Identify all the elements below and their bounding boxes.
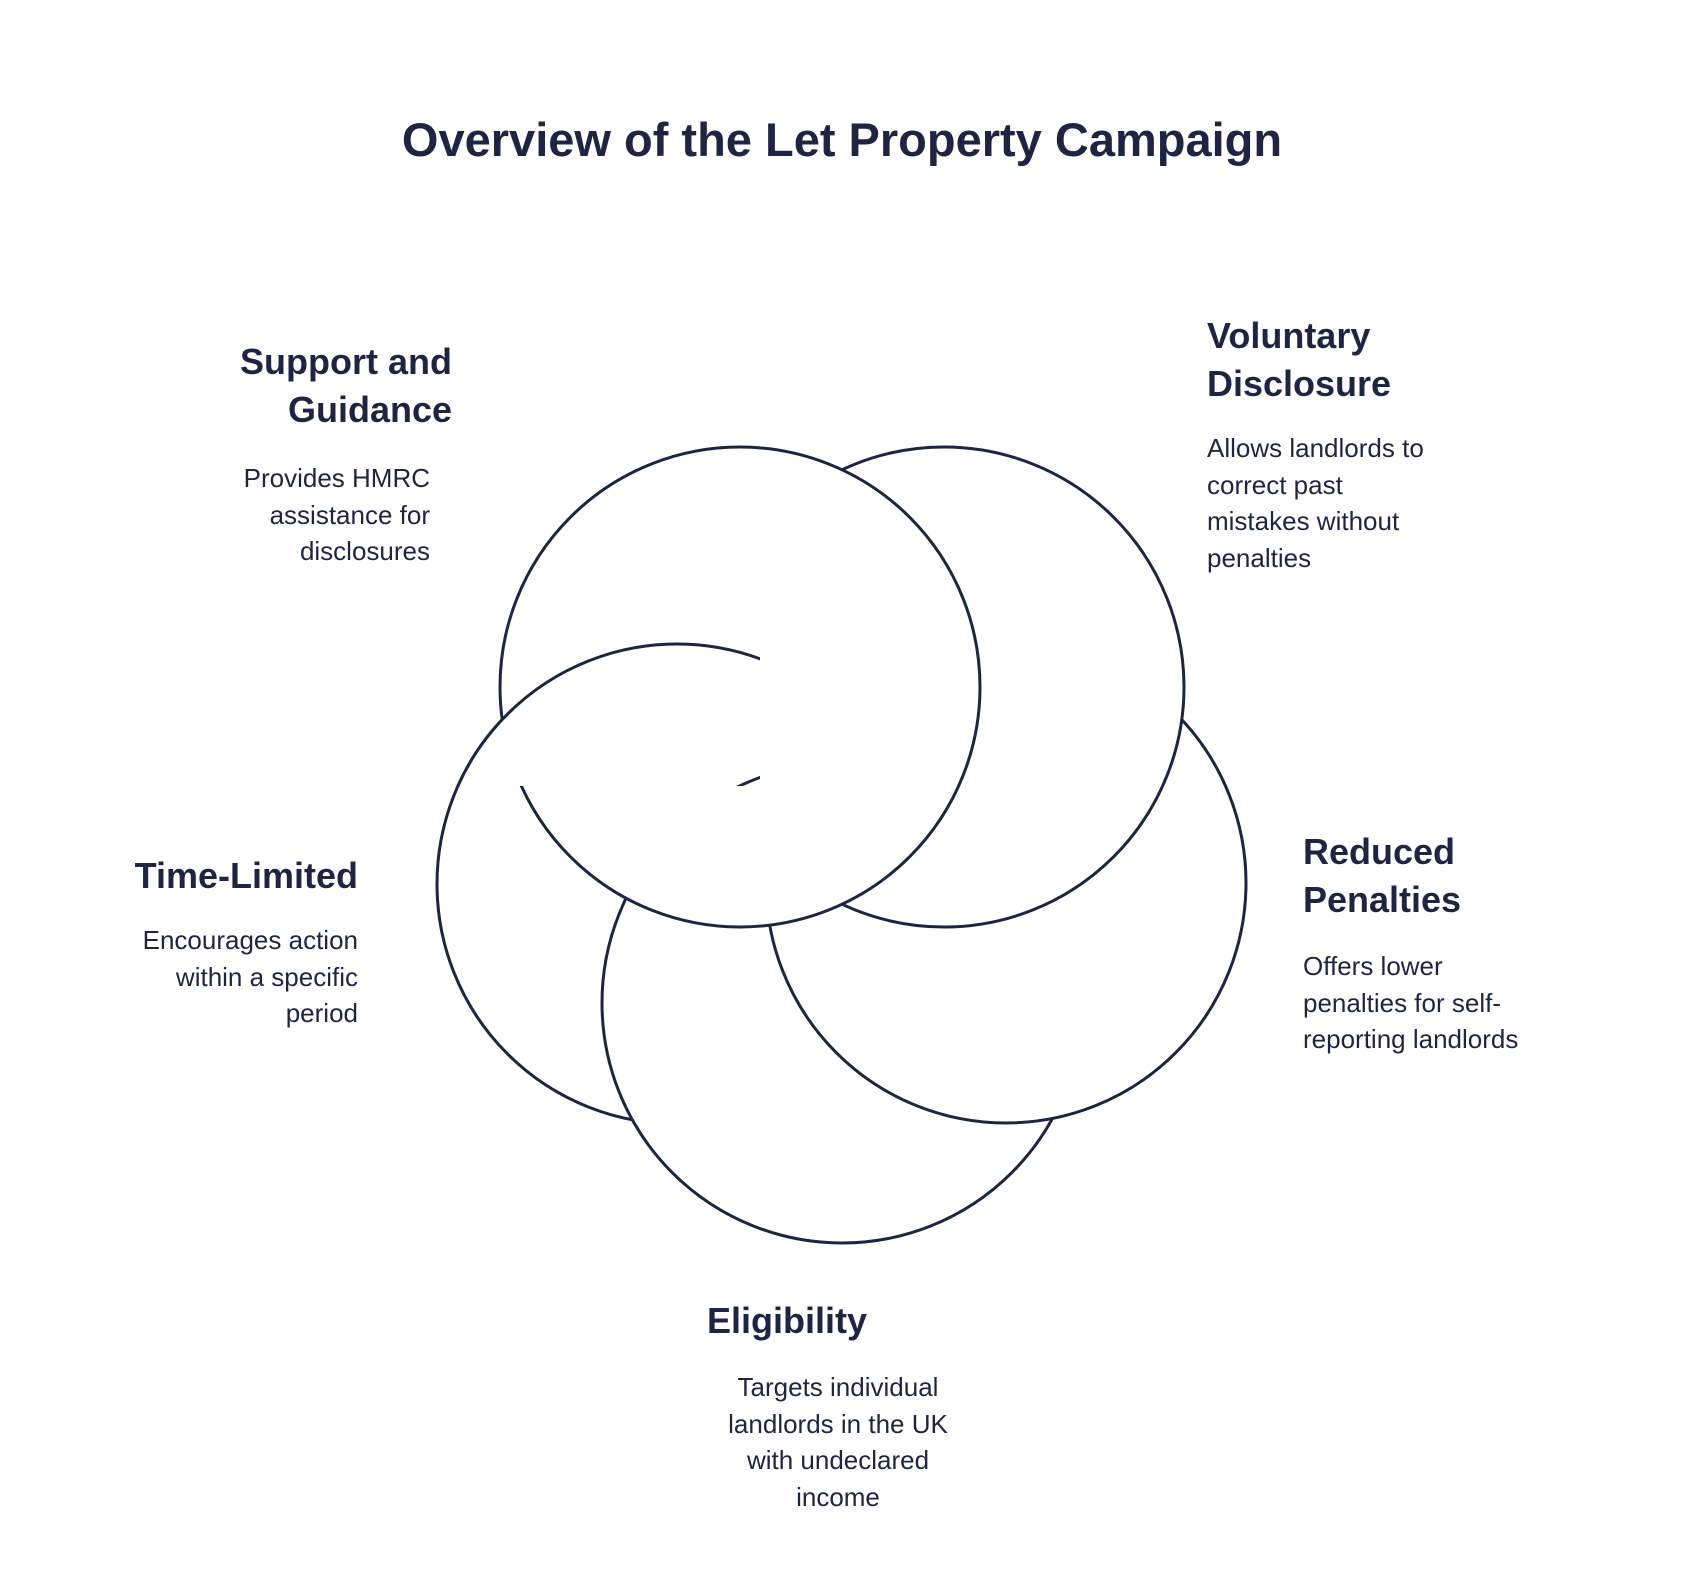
segment-heading: Time-Limited (60, 852, 358, 900)
segment-heading: Reduced Penalties (1303, 828, 1663, 924)
segment-time-limited: Time-Limited Encourages action within a … (60, 852, 358, 1032)
heading-line: Guidance (287, 389, 452, 430)
segment-heading: Eligibility (707, 1297, 1107, 1345)
body-line: Offers lower (1303, 951, 1443, 981)
body-line: landlords in the UK (728, 1408, 948, 1439)
body-line: penalties for self- (1303, 987, 1501, 1018)
segment-heading: Voluntary Disclosure (1207, 312, 1627, 408)
heading-line: Eligibility (707, 1300, 868, 1341)
body-line: mistakes without (1207, 506, 1400, 536)
body-line: period (285, 998, 358, 1028)
segment-description: Encourages action within a specific peri… (60, 922, 358, 1032)
body-line: Encourages action (142, 925, 358, 955)
heading-line: Penalties (1303, 879, 1462, 920)
body-line: within a specific (175, 961, 358, 992)
segment-description: Targets individual landlords in the UK w… (638, 1369, 1038, 1515)
ring-time-limited-overlap (456, 642, 760, 786)
body-line: Allows landlords to (1207, 433, 1424, 463)
body-line: Targets individual (737, 1372, 939, 1402)
heading-line: Time-Limited (134, 855, 358, 896)
heading-line: Voluntary (1207, 315, 1371, 356)
segment-eligibility: Eligibility (707, 1297, 1107, 1345)
body-line: Provides HMRC (243, 463, 430, 493)
heading-line: Reduced (1303, 831, 1456, 872)
segment-heading: Support and Guidance (150, 338, 452, 434)
body-line: reporting landlords (1303, 1024, 1519, 1054)
segment-description: Offers lower penalties for self- reporti… (1303, 948, 1663, 1058)
body-line: correct past (1207, 469, 1343, 500)
body-line: with undeclared (746, 1445, 930, 1475)
body-line: penalties (1207, 542, 1312, 573)
segment-voluntary-disclosure: Voluntary Disclosure Allows landlords to… (1207, 312, 1627, 576)
ring-eligibility-overlap (736, 775, 760, 786)
segment-description: Provides HMRC assistance for disclosures (150, 460, 430, 570)
heading-line: Support and (240, 341, 452, 382)
body-line: income (796, 1481, 880, 1512)
segment-eligibility-body: Targets individual landlords in the UK w… (638, 1369, 1038, 1515)
segment-description: Allows landlords to correct past mistake… (1207, 430, 1627, 576)
body-line: assistance for (269, 499, 430, 530)
segment-support-guidance-body: Provides HMRC assistance for disclosures (150, 460, 430, 570)
segment-reduced-penalties: Reduced Penalties Offers lower penalties… (1303, 828, 1663, 1058)
body-line: disclosures (299, 536, 430, 566)
heading-line: Disclosure (1207, 363, 1392, 404)
segment-support-guidance: Support and Guidance (150, 338, 452, 434)
diagram-title: Overview of the Let Property Campaign (401, 113, 1283, 166)
